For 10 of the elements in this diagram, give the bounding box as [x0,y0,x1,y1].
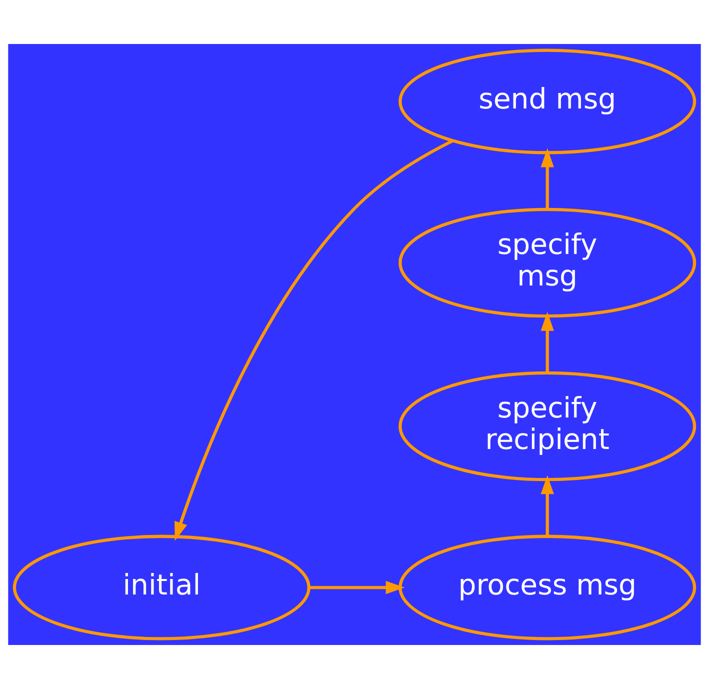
node-ellipse: specify recipient [398,371,696,482]
arrow [540,475,554,536]
arrow [540,312,554,373]
node-ellipse: initial [12,534,310,640]
node-ellipse: specify msg [398,208,696,318]
arrow [174,140,454,541]
arrow [540,148,554,209]
node-ellipse: send msg [398,48,696,154]
arrow [309,580,405,594]
node-ellipse: process msg [398,534,696,640]
